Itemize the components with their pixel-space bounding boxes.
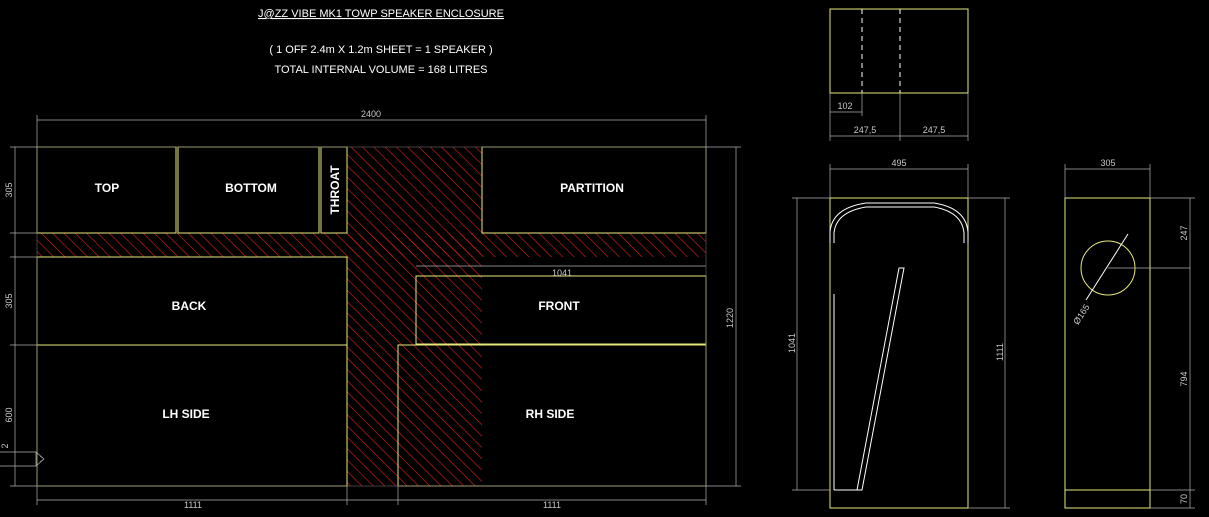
dim-row2: 305 <box>4 293 14 308</box>
dim-side-height: 1111 <box>995 343 1005 361</box>
dim-front-width: 305 <box>1100 158 1115 168</box>
label-throat: THROAT <box>328 165 342 215</box>
dim-front-lower: 794 <box>1179 371 1189 386</box>
dim-side-width: 495 <box>891 158 906 168</box>
dim-height: 1220 <box>725 308 735 328</box>
volume-note: TOTAL INTERNAL VOLUME = 168 LITRES <box>274 64 487 76</box>
dim-offset: 102 <box>837 101 852 111</box>
dim-row3: 600 <box>4 407 14 422</box>
top-view: 102 247,5 247,5 <box>829 8 969 141</box>
driver-diameter-line <box>1085 233 1129 301</box>
waste-strip-vertical <box>347 147 482 486</box>
side-view-outline <box>829 197 969 509</box>
label-rh-side: RH SIDE <box>526 407 575 421</box>
dim-row1: 305 <box>4 182 14 197</box>
arrow-marker <box>0 451 45 467</box>
sheet-outline <box>36 146 707 487</box>
side-view-throat-inner <box>833 206 965 243</box>
dim-side-inner: 1041 <box>787 333 797 353</box>
dim-rh-width: 1111 <box>543 500 561 510</box>
dim-front-top: 247 <box>1179 225 1189 240</box>
top-view-outline <box>829 8 969 94</box>
dim-half-left: 247,5 <box>854 125 877 135</box>
dim-small-marker: 2 <box>0 443 10 448</box>
label-bottom: BOTTOM <box>225 181 277 195</box>
sheet-note: ( 1 OFF 2.4m X 1.2m SHEET = 1 SPEAKER ) <box>269 44 492 56</box>
side-view: 495 1041 1111 <box>787 158 1010 509</box>
sheet-layout: TOP BOTTOM THROAT PARTITION BACK FRONT L… <box>0 109 741 510</box>
dim-half-right: 247,5 <box>923 125 946 135</box>
side-view-throat-curve <box>829 202 969 243</box>
drawing-title: J@ZZ VIBE MK1 TOWP SPEAKER ENCLOSURE <box>258 8 504 20</box>
dim-driver: Ø165 <box>1071 302 1091 326</box>
label-partition: PARTITION <box>560 181 624 195</box>
dim-width: 2400 <box>361 109 381 119</box>
label-front: FRONT <box>538 299 580 313</box>
dim-lh-width: 1111 <box>184 500 202 510</box>
dim-front-base: 70 <box>1179 494 1189 504</box>
front-view-outline <box>1064 197 1151 509</box>
side-view-partition <box>856 267 905 491</box>
title-block: J@ZZ VIBE MK1 TOWP SPEAKER ENCLOSURE ( 1… <box>258 8 504 76</box>
label-lh-side: LH SIDE <box>162 407 209 421</box>
label-top: TOP <box>95 181 119 195</box>
front-view: Ø165 305 247 794 70 <box>1064 158 1195 509</box>
dim-front-length: 1041 <box>552 268 572 278</box>
label-back: BACK <box>172 299 207 313</box>
